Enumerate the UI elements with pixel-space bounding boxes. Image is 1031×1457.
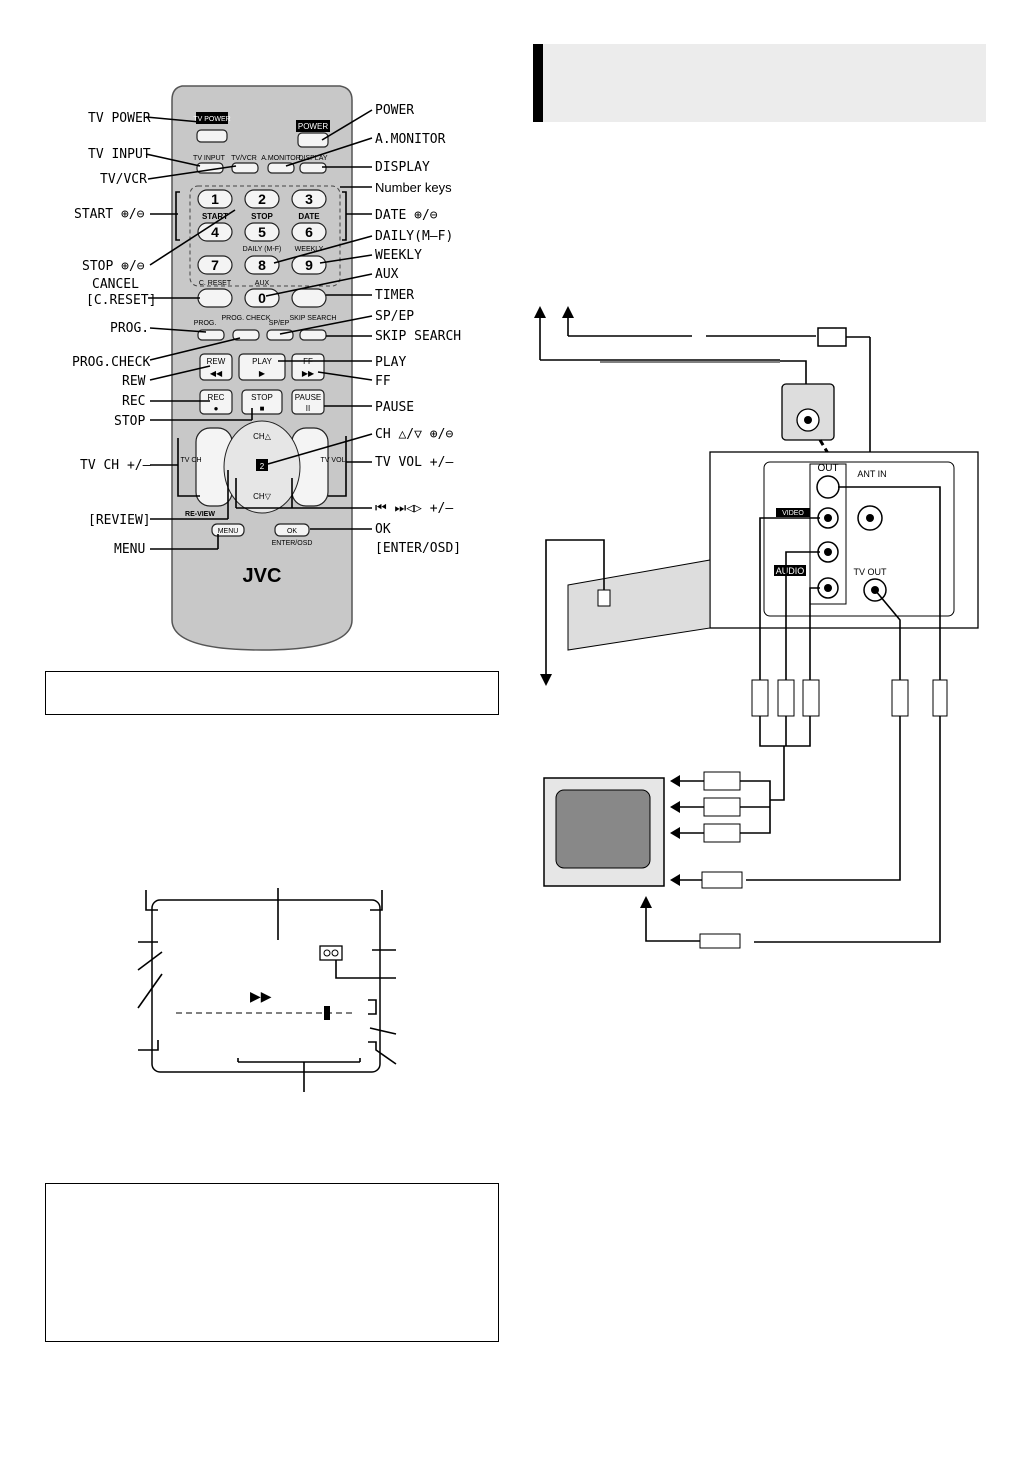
info-box-bottom [45,1183,499,1342]
svg-text:DATE: DATE [298,212,320,221]
svg-text:POWER: POWER [375,103,414,118]
svg-text:STOP: STOP [251,212,273,221]
svg-text:TV INPUT: TV INPUT [193,155,226,162]
svg-text:1: 1 [211,191,219,207]
svg-text:REC: REC [208,393,225,402]
svg-text:TIMER: TIMER [375,288,414,303]
osd-diagram: ▶▶ [137,888,397,1092]
svg-text:4: 4 [211,224,219,240]
svg-text:3: 3 [305,191,313,207]
svg-text:STOP: STOP [251,393,273,402]
svg-text:CH△: CH△ [253,432,272,441]
svg-text:AUDIO: AUDIO [776,566,805,576]
svg-text:7: 7 [211,257,219,273]
svg-text:▶▶: ▶▶ [302,369,315,378]
svg-text:II: II [306,404,310,413]
svg-text:FF: FF [375,374,391,389]
svg-text:PROG.CHECK: PROG.CHECK [72,355,150,370]
connection-diagram: OUT VIDEO AUDIO ANT IN TV OUT [534,306,979,949]
svg-text:MENU: MENU [114,542,145,557]
svg-text:AUX: AUX [255,280,270,287]
svg-text:MENU: MENU [218,528,239,535]
svg-text:A.MONITOR: A.MONITOR [375,132,446,147]
svg-text:Number keys: Number keys [375,180,452,195]
svg-text:TV INPUT: TV INPUT [88,147,151,162]
svg-text:DAILY (M-F): DAILY (M-F) [243,246,282,253]
svg-text:CANCEL: CANCEL [92,277,139,292]
svg-text:ENTER/OSD: ENTER/OSD [272,540,313,547]
svg-text:PROG.: PROG. [194,320,217,327]
number-keys: 1 2 3 START STOP DATE 4 5 6 DAILY (M-F) … [197,189,327,308]
svg-text:SKIP SEARCH: SKIP SEARCH [290,315,337,322]
svg-text:OK: OK [375,522,391,537]
svg-text:[REVIEW]: [REVIEW] [88,513,151,528]
svg-text:TV/VCR: TV/VCR [231,155,257,162]
svg-text:WEEKLY: WEEKLY [375,248,422,263]
svg-text:TV VOL: TV VOL [321,457,346,464]
svg-text:DISPLAY: DISPLAY [298,155,327,162]
svg-text:WEEKLY: WEEKLY [295,246,324,253]
svg-text:C. RESET: C. RESET [199,280,232,287]
svg-text:OK: OK [287,528,297,535]
remote-diagram: TV POWER POWER TV INPUT TV/VCR A.MONITOR… [72,85,461,651]
svg-text:TV POWER: TV POWER [88,111,151,126]
callouts-left: TV POWER TV INPUT TV/VCR START ⊕/⊖ STOP … [72,111,253,557]
svg-text:[ENTER/OSD]: [ENTER/OSD] [375,541,461,556]
svg-text:DATE ⊕/⊖: DATE ⊕/⊖ [375,208,438,223]
svg-text:⏮ ⏭◁▷ +/–: ⏮ ⏭◁▷ +/– [375,501,453,516]
svg-text:STOP ⊕/⊖: STOP ⊕/⊖ [82,259,145,274]
svg-text:PAUSE: PAUSE [295,393,322,402]
svg-text:TV/VCR: TV/VCR [100,172,147,187]
svg-text:AUX: AUX [375,267,399,282]
svg-text:RE-VIEW: RE-VIEW [185,511,215,518]
svg-text:8: 8 [258,257,266,273]
svg-text:VIDEO: VIDEO [782,510,804,517]
svg-text:2: 2 [260,462,265,471]
svg-text:PROG.: PROG. [110,321,149,336]
svg-text:REW: REW [122,374,146,389]
svg-text:◀◀: ◀◀ [210,369,223,378]
svg-text:PLAY: PLAY [252,357,273,366]
svg-text:PLAY: PLAY [375,355,406,370]
svg-text:▶: ▶ [259,369,266,378]
svg-text:POWER: POWER [298,122,328,131]
svg-text:▶▶: ▶▶ [250,988,272,1004]
svg-text:OUT: OUT [817,463,838,474]
svg-text:PAUSE: PAUSE [375,400,414,415]
svg-text:TV VOL +/–: TV VOL +/– [375,455,453,470]
svg-text:CH △/▽ ⊕/⊖: CH △/▽ ⊕/⊖ [375,427,453,442]
svg-text:ANT IN: ANT IN [857,469,886,479]
svg-text:2: 2 [258,191,266,207]
svg-text:TV CH: TV CH [181,457,202,464]
svg-text:REW: REW [207,357,226,366]
svg-text:5: 5 [258,224,266,240]
svg-text:REC: REC [122,394,145,409]
svg-text:A.MONITOR: A.MONITOR [261,155,301,162]
svg-text:START: START [202,212,228,221]
svg-text:■: ■ [260,404,265,413]
svg-text:SP/EP: SP/EP [269,320,290,327]
svg-text:6: 6 [305,224,313,240]
svg-text:DISPLAY: DISPLAY [375,160,430,175]
svg-text:CH▽: CH▽ [253,492,272,501]
svg-text:START ⊕/⊖: START ⊕/⊖ [74,207,145,222]
svg-text:STOP: STOP [114,414,145,429]
svg-text:9: 9 [305,257,313,273]
svg-text:SKIP SEARCH: SKIP SEARCH [375,329,461,344]
svg-text:SP/EP: SP/EP [375,309,414,324]
svg-text:DAILY(M–F): DAILY(M–F) [375,229,453,244]
section-heading [533,44,986,122]
svg-text:TV CH +/–: TV CH +/– [80,458,151,473]
svg-text:TV POWER: TV POWER [193,116,230,123]
svg-text:JVC: JVC [243,565,282,587]
svg-text:[C.RESET]: [C.RESET] [86,293,156,308]
svg-text:TV OUT: TV OUT [854,567,888,577]
svg-text:PROG. CHECK: PROG. CHECK [221,315,270,322]
svg-text:●: ● [214,404,219,413]
svg-text:0: 0 [258,290,266,306]
callouts-right: POWER A.MONITOR DISPLAY Number keys DATE… [175,103,461,556]
info-box-top [45,671,499,715]
